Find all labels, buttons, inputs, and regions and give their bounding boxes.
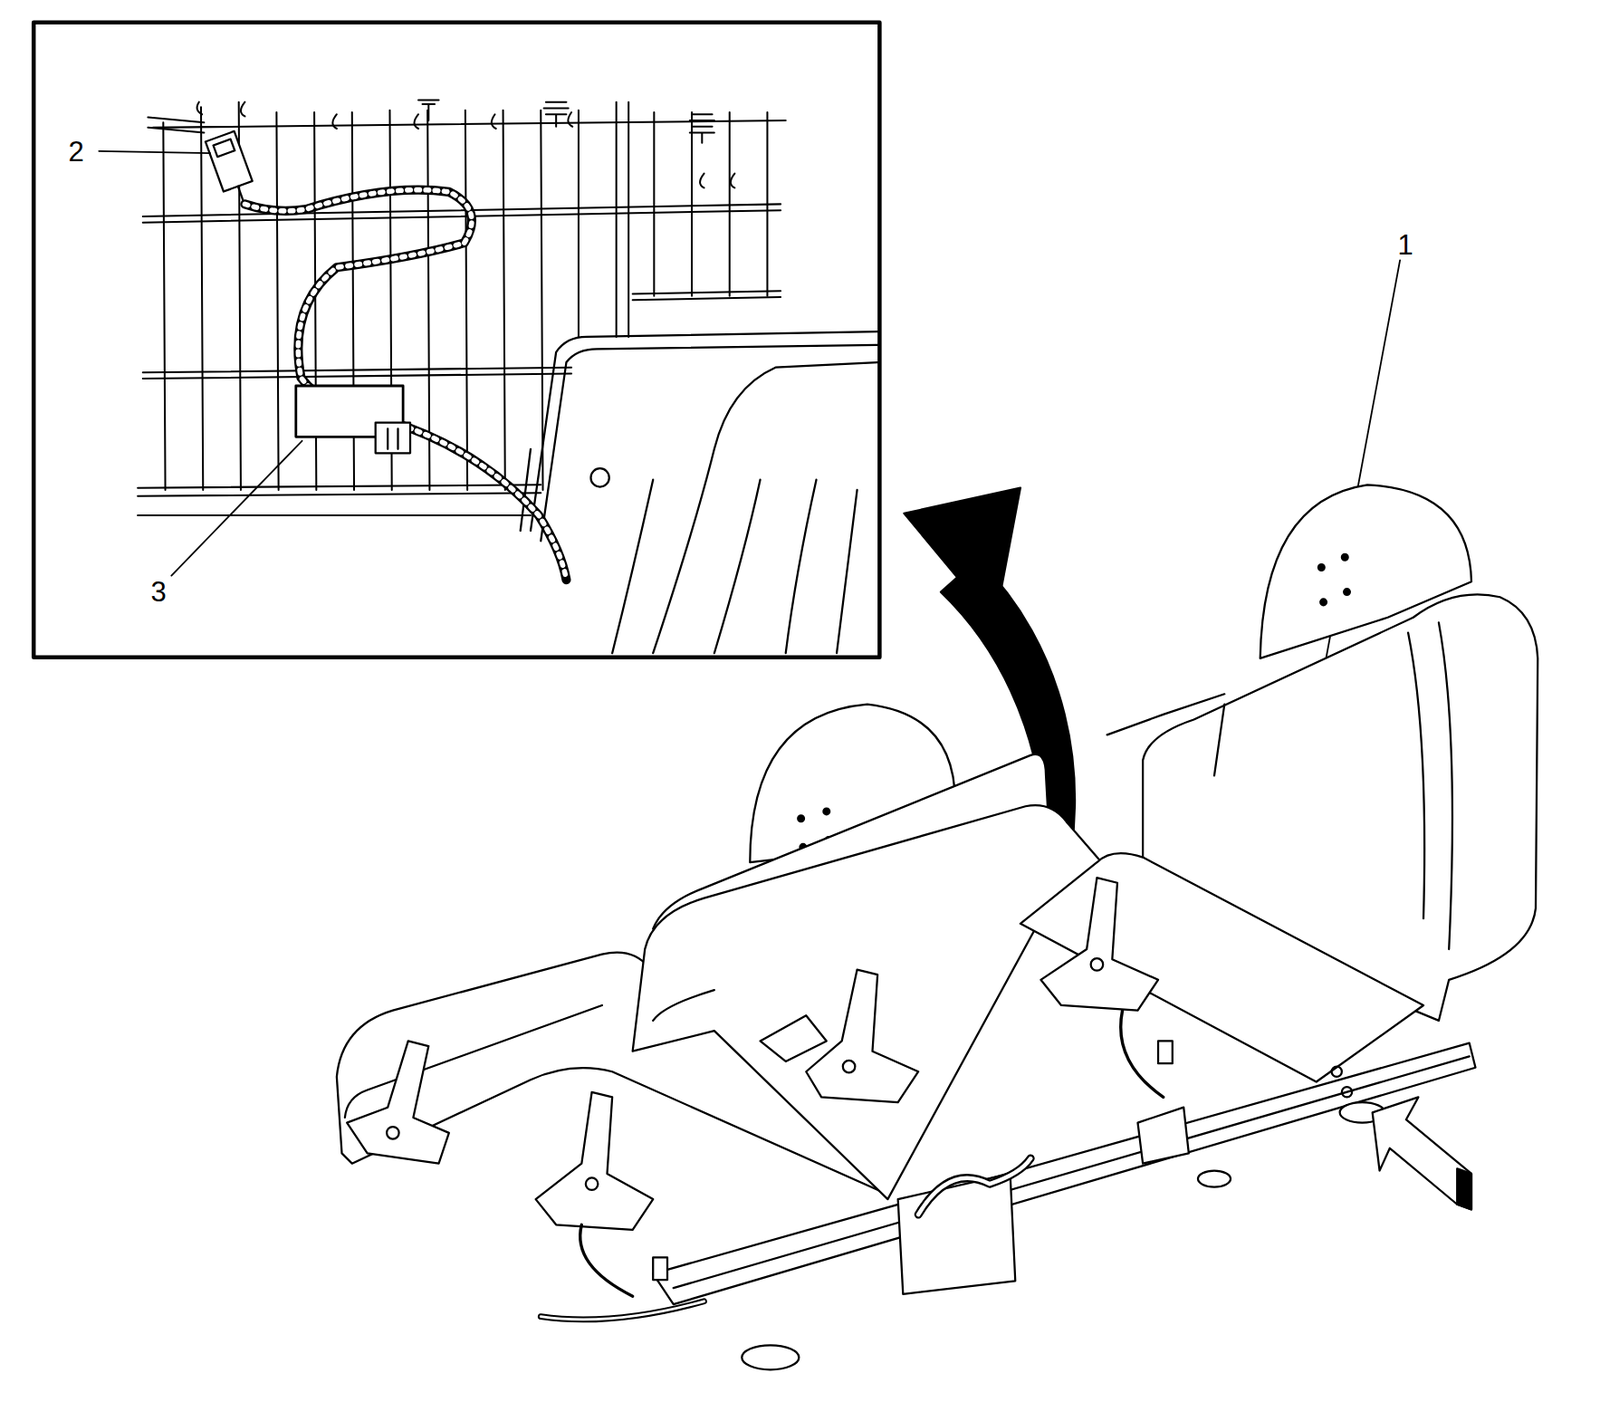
callout-number: 3	[150, 577, 166, 606]
callout-number: 2	[67, 137, 84, 166]
callout-number: 1	[1397, 230, 1413, 259]
